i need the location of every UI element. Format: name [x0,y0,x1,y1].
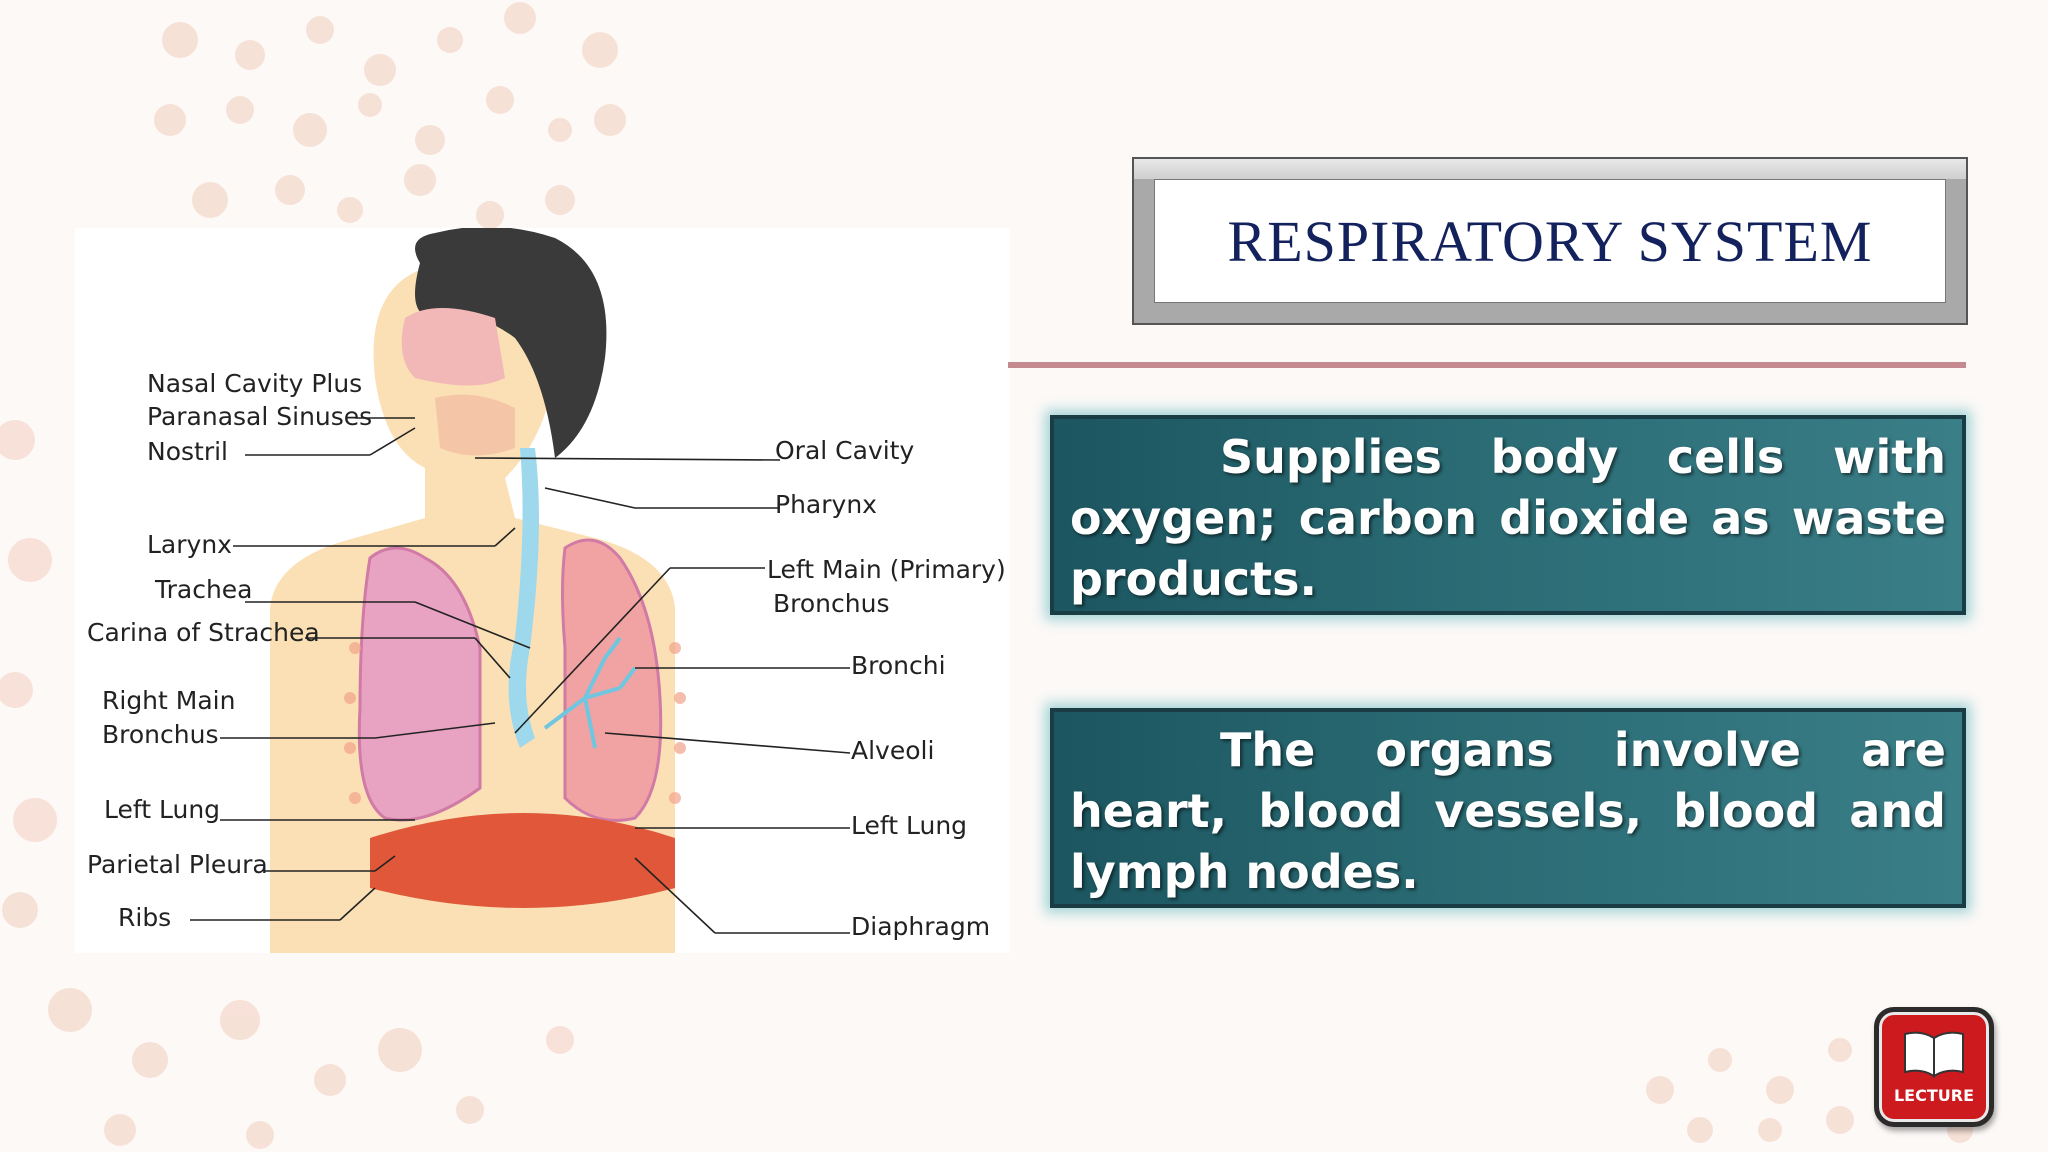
info-box-organs: The organs involve are heart, blood vess… [1050,708,1966,908]
label-nasal-cavity-line1: Nasal Cavity Plus [147,369,362,398]
respiratory-anatomy-diagram: Nasal Cavity Plus Paranasal Sinuses Nost… [75,228,1010,953]
label-nasal-cavity-line2: Paranasal Sinuses [147,402,372,431]
info-box-function: Supplies body cells with oxygen; carbon … [1050,415,1966,615]
title-divider [1008,362,1966,368]
label-left-main-bronchus-line2: Bronchus [773,589,889,618]
label-nostril: Nostril [147,437,228,466]
label-diaphragm: Diaphragm [851,912,990,941]
label-oral-cavity: Oral Cavity [775,436,914,465]
label-right-main-bronchus-line1: Right Main [102,686,235,715]
label-trachea: Trachea [154,575,253,604]
title-frame: RESPIRATORY SYSTEM [1132,157,1968,325]
info-text-organs: The organs involve are heart, blood vess… [1070,723,1946,899]
label-left-main-bronchus-line1: Left Main (Primary) [767,555,1006,584]
slide-title: RESPIRATORY SYSTEM [1227,208,1873,274]
label-left-lung-right: Left Lung [851,811,967,840]
title-frame-bevel [1134,159,1966,179]
label-pharynx: Pharynx [775,490,877,519]
info-text-function: Supplies body cells with oxygen; carbon … [1070,430,1946,606]
open-book-icon [1904,1031,1964,1078]
leader-lines [190,417,851,934]
lecture-logo: LECTURE [1874,1007,1994,1127]
label-larynx: Larynx [147,530,232,559]
label-carina: Carina of Strachea [87,618,320,647]
label-bronchi: Bronchi [851,651,946,680]
title-frame-inner: RESPIRATORY SYSTEM [1154,179,1946,303]
label-left-lung-left: Left Lung [104,795,220,824]
lecture-logo-text: LECTURE [1893,1086,1975,1105]
label-ribs: Ribs [118,903,171,932]
label-alveoli: Alveoli [851,736,934,765]
label-right-main-bronchus-line2: Bronchus [102,720,218,749]
label-parietal-pleura: Parietal Pleura [87,850,268,879]
